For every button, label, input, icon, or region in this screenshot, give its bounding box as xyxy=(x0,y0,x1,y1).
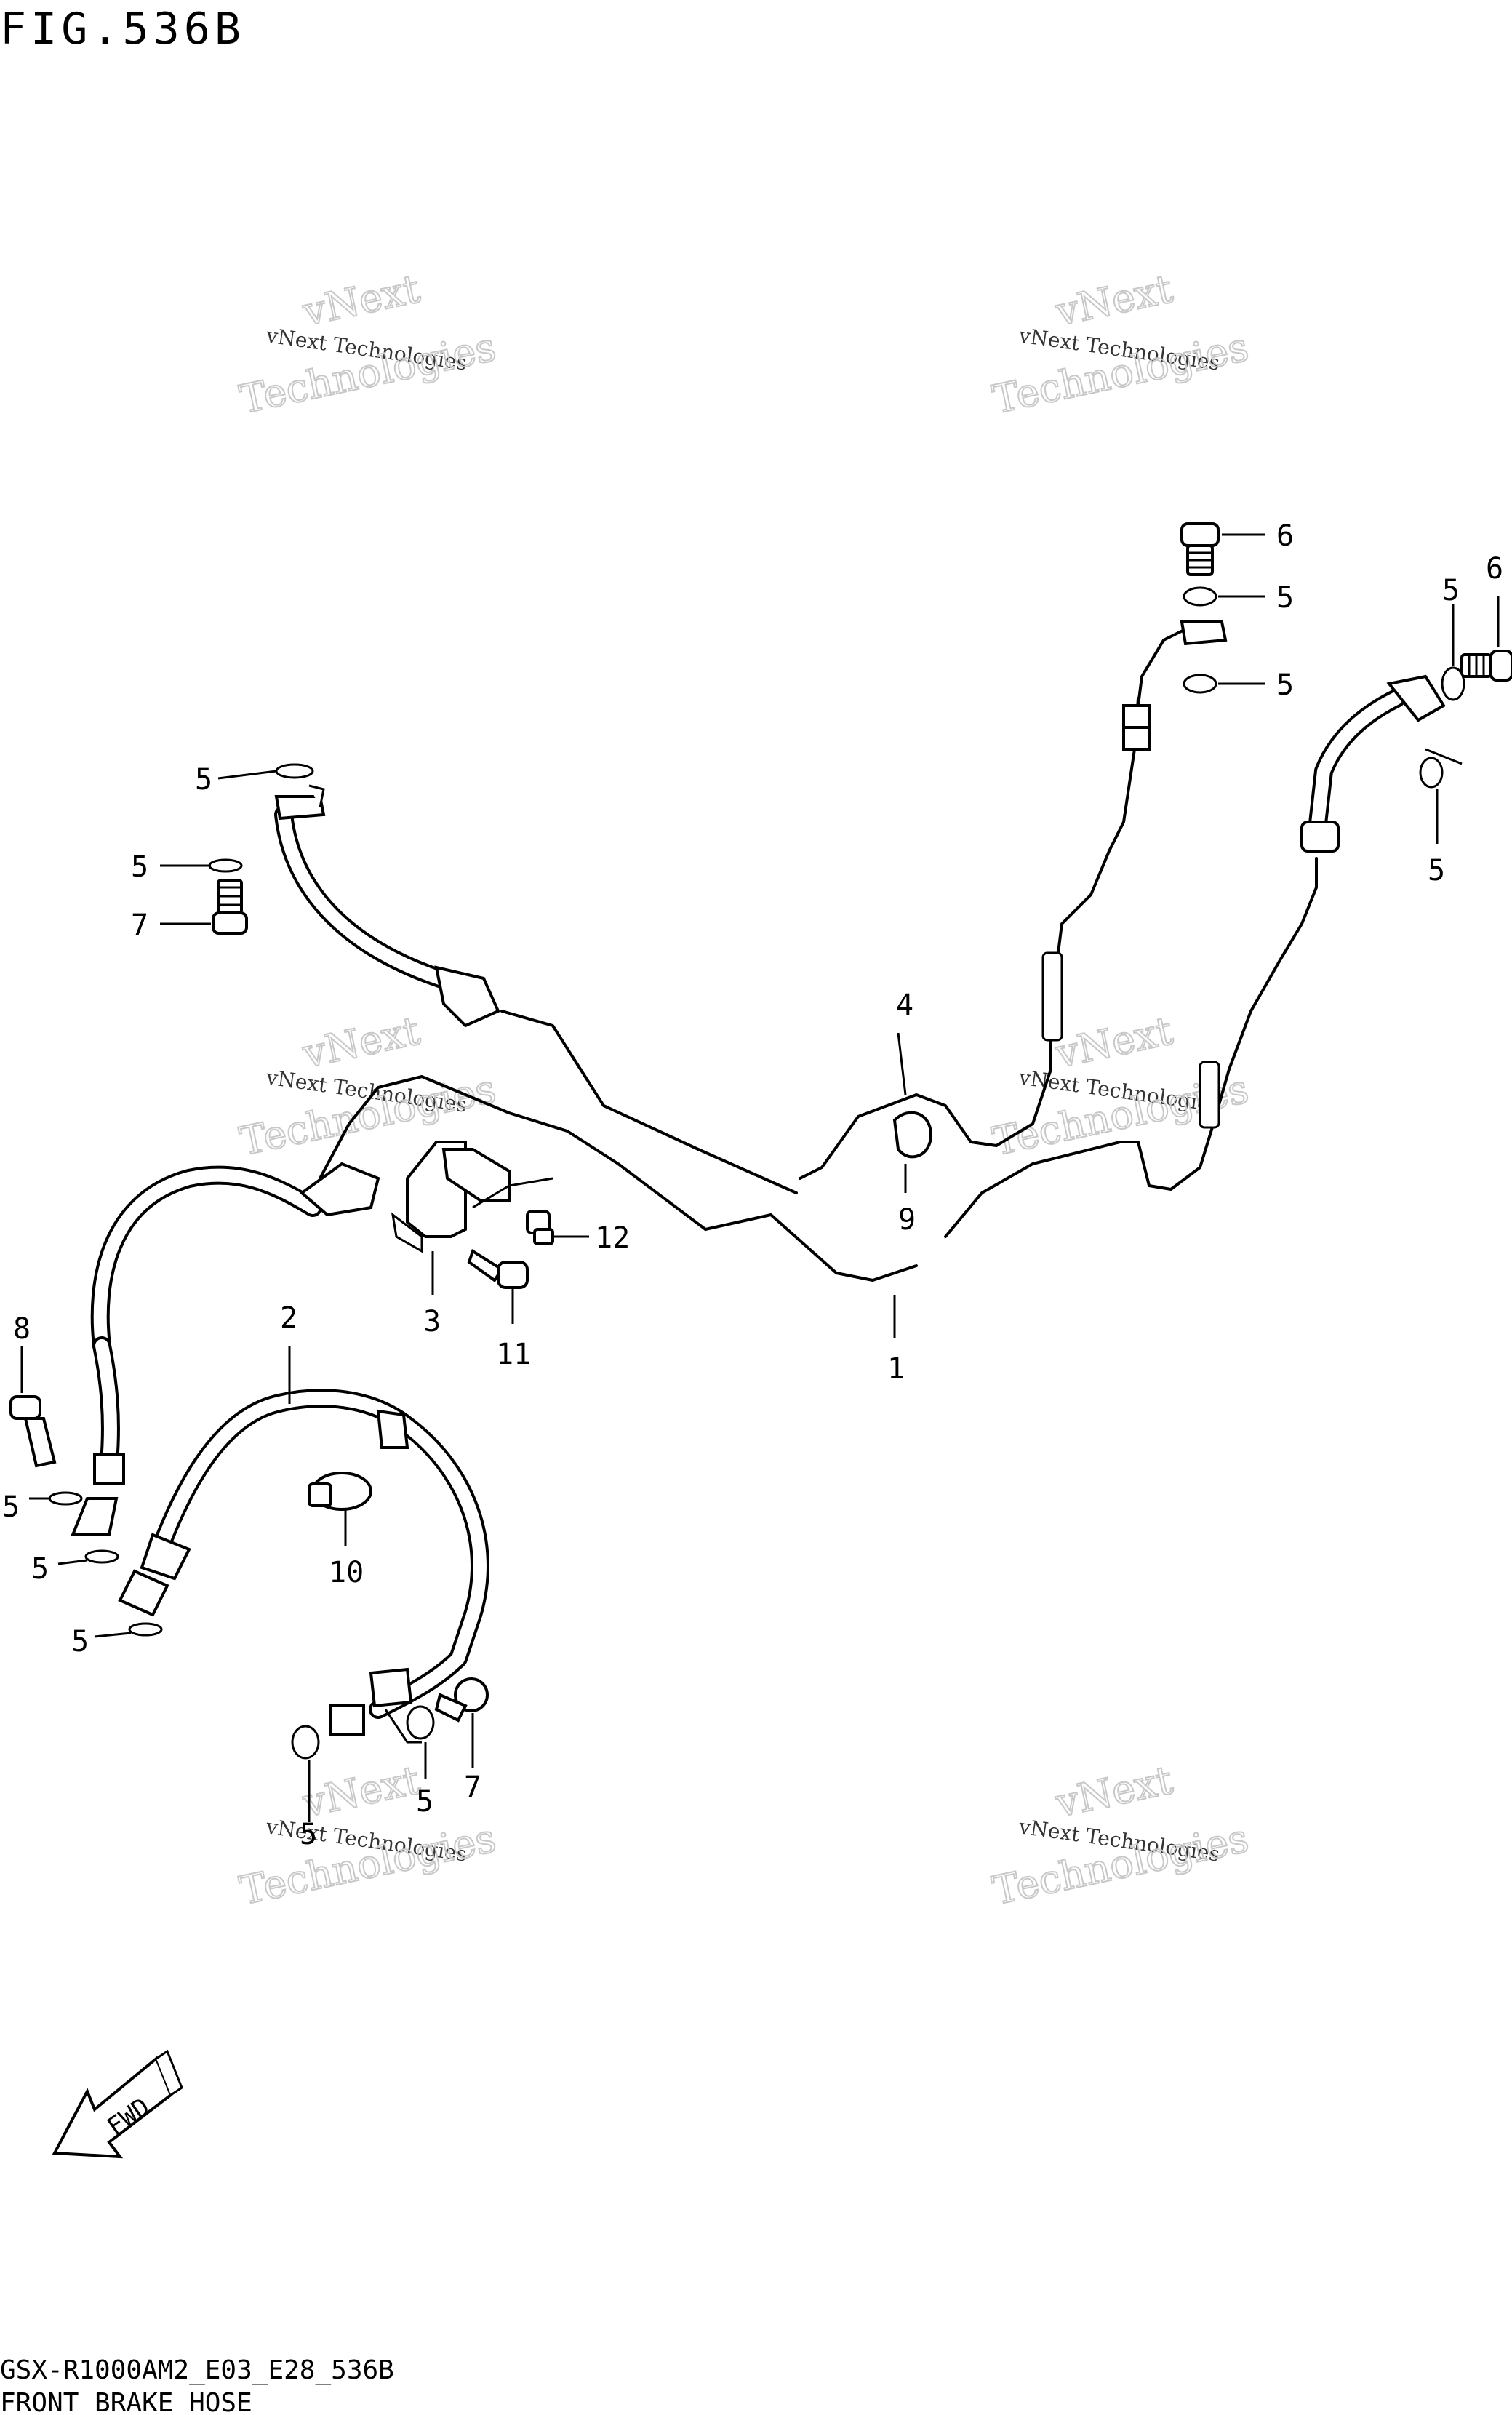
washer xyxy=(1183,674,1217,694)
washer xyxy=(291,1725,320,1760)
washer xyxy=(1183,586,1217,607)
callout-8: 8 xyxy=(13,1312,31,1346)
callout-10: 10 xyxy=(329,1556,364,1589)
watermark: vNext Technologies vNext Technologies xyxy=(988,265,1253,423)
callout-5: 5 xyxy=(131,850,148,884)
callout-3: 3 xyxy=(423,1305,441,1338)
brake-hose-right-upper xyxy=(1300,674,1446,853)
callouts: 1 2 3 4 9 10 11 12 8 7 7 6 6 5 5 5 5 5 5… xyxy=(2,519,1503,1851)
clamp-10 xyxy=(308,1472,372,1511)
callout-5: 5 xyxy=(2,1490,20,1524)
brake-hose-2 xyxy=(118,1389,489,1736)
union-bolt-6-side xyxy=(1460,650,1512,682)
leader-lines xyxy=(20,533,1500,1822)
washer xyxy=(406,1705,435,1740)
washer xyxy=(1441,666,1465,701)
washer xyxy=(275,763,314,779)
callout-5: 5 xyxy=(416,1785,433,1819)
washers-5 xyxy=(48,586,1465,1760)
callout-5: 5 xyxy=(300,1818,317,1851)
callout-9: 9 xyxy=(898,1203,916,1237)
washer xyxy=(128,1622,163,1637)
callout-5: 5 xyxy=(1276,581,1294,615)
callout-6-side: 6 xyxy=(1486,552,1503,586)
washer xyxy=(48,1491,83,1506)
watermark-text-vnext: vNext xyxy=(1051,1007,1177,1077)
watermark: vNext Technologies vNext Technologies xyxy=(235,1756,500,1915)
brake-hose-3 xyxy=(71,1162,380,1536)
model-code: GSX-R1000AM2_E03_E28_536B xyxy=(0,2355,394,2385)
callout-5: 5 xyxy=(1428,854,1445,887)
callout-5: 5 xyxy=(195,763,212,797)
callout-2: 2 xyxy=(280,1301,297,1335)
callout-1: 1 xyxy=(887,1352,905,1386)
watermark-text-vnext: vNext xyxy=(298,1007,424,1077)
fwd-direction-arrow: FWD xyxy=(52,2049,183,2159)
callout-5: 5 xyxy=(31,1552,49,1586)
bracket-3 xyxy=(391,1141,553,1253)
callout-5: 5 xyxy=(1442,574,1460,607)
callout-5: 5 xyxy=(1276,668,1294,702)
callout-12: 12 xyxy=(595,1221,630,1255)
union-bolt-6-upper xyxy=(1180,522,1220,576)
brake-pipe-4 xyxy=(500,697,1140,1194)
bolt-11 xyxy=(467,1248,529,1289)
brake-pipe-1 xyxy=(319,857,1318,1282)
watermark: vNext Technologies vNext Technologies xyxy=(235,265,500,423)
union-bolt-7-lower xyxy=(434,1677,489,1723)
watermark-text-vnext: vNext xyxy=(1051,1757,1177,1827)
section-title: FRONT BRAKE HOSE xyxy=(0,2388,252,2415)
washer xyxy=(84,1549,119,1564)
callout-6-upper: 6 xyxy=(1276,519,1294,553)
callout-7-upper: 7 xyxy=(131,909,148,942)
bolt-12 xyxy=(526,1210,554,1245)
brake-hose-left-upper xyxy=(274,784,500,1028)
union-bolt-8 xyxy=(9,1395,57,1468)
watermark: vNext Technologies vNext Technologies xyxy=(988,1756,1253,1915)
pipe-4-top-fitting xyxy=(1122,620,1228,751)
washer xyxy=(1419,757,1444,789)
washer xyxy=(208,858,243,873)
callout-11: 11 xyxy=(496,1338,531,1371)
callout-5: 5 xyxy=(71,1625,89,1658)
watermark-text-vnext: vNext xyxy=(298,1757,424,1827)
watermark-text-vnext: vNext xyxy=(298,266,424,335)
figure-label: FIG.536B xyxy=(0,4,245,55)
watermark-text-vnext: vNext xyxy=(1051,266,1177,335)
union-bolt-7-upper xyxy=(212,879,248,935)
callout-7-lower: 7 xyxy=(464,1771,481,1804)
clamp-9 xyxy=(892,1111,933,1159)
callout-4: 4 xyxy=(896,989,913,1022)
watermark-group: vNext Technologies vNext Technologies vN… xyxy=(235,265,1253,1915)
